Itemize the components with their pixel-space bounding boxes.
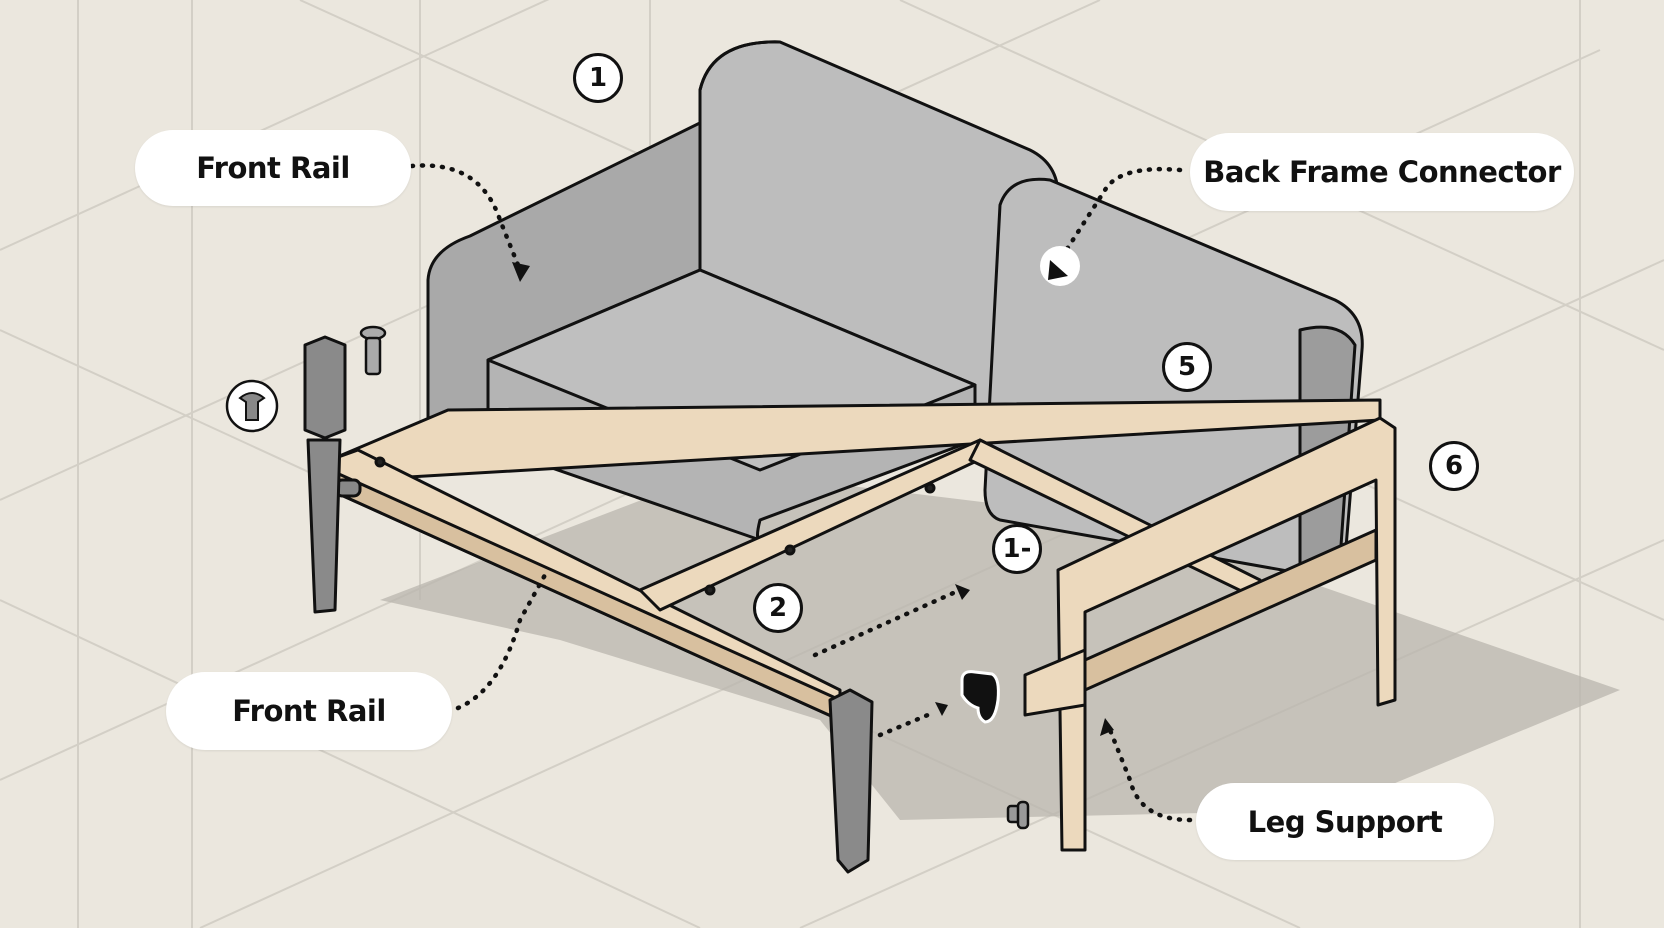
metal-leg-front	[828, 688, 874, 874]
label-leg-support: Leg Support	[1196, 783, 1494, 860]
label-front-rail-top: Front Rail	[135, 130, 411, 206]
step-marker-6: 6	[1429, 441, 1479, 491]
step-number: 1	[588, 63, 608, 93]
step-marker-5: 5	[1162, 342, 1212, 392]
hex-key-icon	[225, 379, 279, 433]
step-number: 2	[768, 593, 788, 623]
cam-bolt-icon	[1006, 800, 1030, 830]
label-back-frame-connector: Back Frame Connector	[1190, 133, 1574, 211]
direction-arrow-icon	[512, 262, 1114, 736]
step-marker-2: 2	[753, 583, 803, 633]
label-text: Front Rail	[232, 694, 386, 728]
side-frame	[1023, 416, 1397, 852]
back-frame-connector-marker	[1040, 246, 1080, 286]
step-marker-1-top: 1	[573, 53, 623, 103]
sofa-shadow	[380, 470, 1620, 820]
step-marker-1-dash: 1-	[992, 524, 1042, 574]
leader-lines	[409, 163, 1193, 823]
wood-frame	[328, 398, 1382, 722]
metal-leg-left	[303, 335, 347, 614]
label-text: Front Rail	[196, 151, 350, 185]
label-front-rail-bottom: Front Rail	[166, 672, 452, 750]
screw-icon	[359, 325, 387, 376]
step-number: 5	[1177, 352, 1197, 382]
step-number: 1-	[1002, 534, 1032, 564]
label-text: Back Frame Connector	[1203, 155, 1561, 189]
step-number: 6	[1444, 451, 1464, 481]
label-text: Leg Support	[1247, 804, 1443, 839]
connector-clip-icon	[960, 670, 1000, 724]
